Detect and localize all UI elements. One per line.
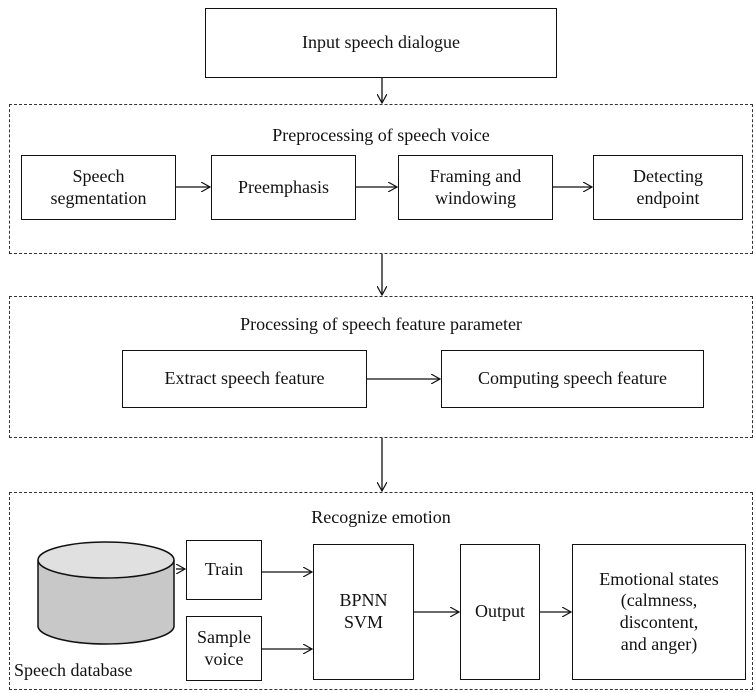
- framing-windowing-box: Framing and windowing: [398, 155, 553, 220]
- sample-voice-box: Sample voice: [186, 616, 262, 681]
- recognize-emotion-title: Recognize emotion: [311, 507, 451, 527]
- speech-database-label: Speech database: [14, 660, 133, 680]
- computing-feature-box: Computing speech feature: [441, 350, 704, 408]
- database-icon: [37, 541, 175, 645]
- feature-processing-title: Processing of speech feature parameter: [240, 314, 522, 334]
- feature-processing-panel: Processing of speech feature parameter: [9, 296, 753, 438]
- speech-segmentation-box: Speech segmentation: [21, 155, 176, 220]
- classifier-box: BPNN SVM: [313, 544, 414, 680]
- detecting-endpoint-box: Detecting endpoint: [593, 155, 743, 220]
- preprocessing-panel: Preprocessing of speech voice: [9, 104, 753, 254]
- emotional-states-box: Emotional states (calmness, discontent, …: [572, 544, 746, 680]
- preprocessing-title: Preprocessing of speech voice: [272, 125, 490, 145]
- recognize-emotion-panel: Recognize emotion: [9, 492, 753, 690]
- train-box: Train: [186, 540, 262, 600]
- extract-feature-box: Extract speech feature: [122, 350, 367, 408]
- preemphasis-box: Preemphasis: [211, 155, 356, 220]
- input-speech-box: Input speech dialogue: [205, 8, 557, 78]
- output-box: Output: [460, 544, 540, 680]
